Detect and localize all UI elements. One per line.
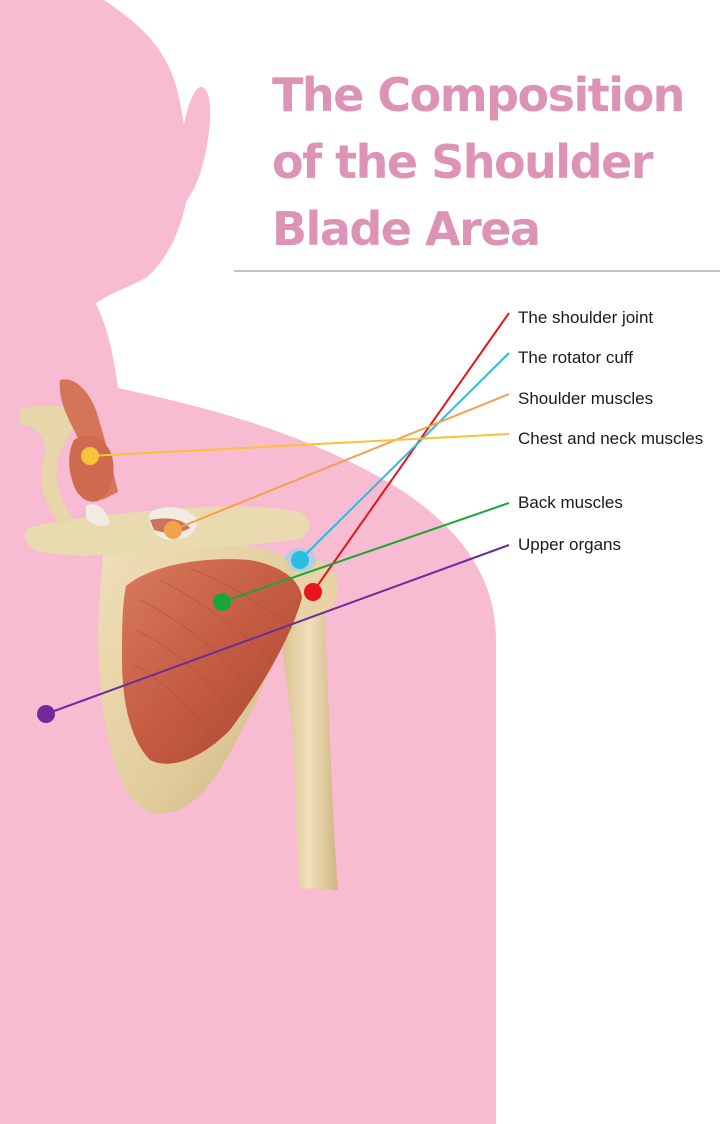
callout-dot-upper-organs (37, 705, 55, 723)
callout-line-shoulder-muscles (172, 393, 510, 531)
callout-dots (37, 447, 322, 723)
label-shoulder-muscles: Shoulder muscles (518, 389, 654, 408)
muscle-fibers (133, 567, 293, 745)
label-rotator-cuff: The rotator cuff (518, 348, 633, 367)
diagram-title: The Composition of the Shoulder Blade Ar… (272, 62, 712, 263)
label-upper-organs: Upper organs (518, 535, 622, 554)
callout-dot-chest-neck-muscles (81, 447, 99, 465)
label-chest-neck-muscles: Chest and neck muscles (518, 429, 704, 448)
callout-line-chest-neck-muscles (89, 433, 510, 457)
callout-dot-shoulder-muscles (164, 521, 182, 539)
label-back-muscles: Back muscles (518, 493, 623, 512)
callout-line-shoulder-joint (312, 312, 510, 593)
callout-line-back-muscles (221, 502, 510, 603)
callout-lines (45, 312, 510, 715)
callout-dot-rotator-cuff (291, 551, 309, 569)
muscle-groups (59, 379, 302, 764)
callout-dot-shoulder-joint (304, 583, 322, 601)
title-line-1: The Composition (272, 68, 685, 122)
title-line-3: Blade Area (272, 202, 541, 256)
label-shoulder-joint: The shoulder joint (518, 308, 654, 327)
callout-line-rotator-cuff (299, 352, 510, 561)
callout-line-upper-organs (45, 544, 510, 715)
callout-dot-back-muscles (213, 593, 231, 611)
title-line-2: of the Shoulder (272, 135, 653, 189)
